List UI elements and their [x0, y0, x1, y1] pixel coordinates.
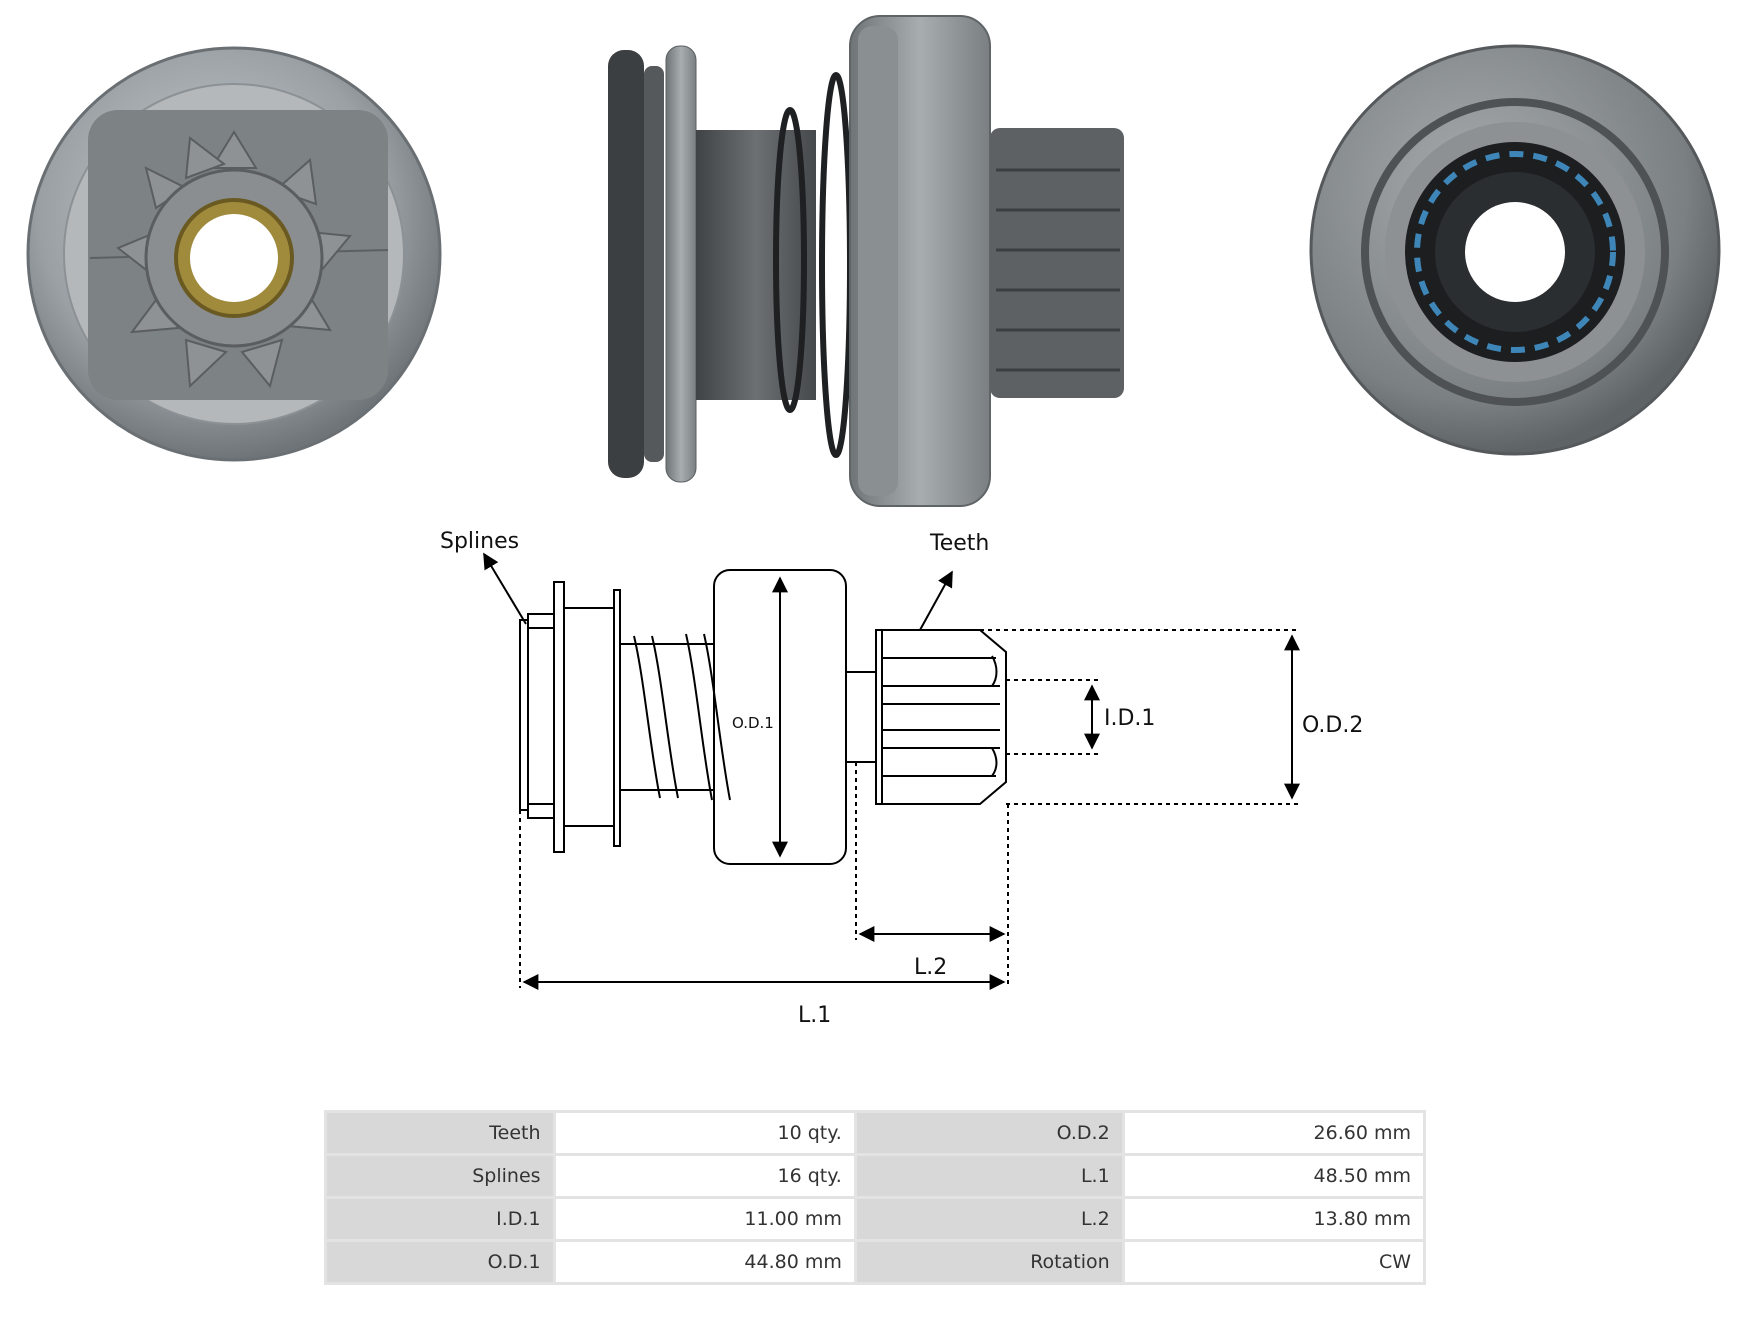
front-view-photo	[26, 46, 442, 462]
spec-value: 10 qty.	[555, 1113, 854, 1153]
spec-value: CW	[1124, 1242, 1423, 1282]
spec-label: I.D.1	[327, 1199, 553, 1239]
id1-label: I.D.1	[1104, 706, 1155, 731]
rear-view-photo	[1309, 44, 1721, 456]
spec-label: O.D.2	[856, 1113, 1122, 1153]
table-row: Splines 16 qty. L.1 48.50 mm	[327, 1156, 1423, 1196]
table-row: I.D.1 11.00 mm L.2 13.80 mm	[327, 1199, 1423, 1239]
spec-value: 13.80 mm	[1124, 1199, 1423, 1239]
teeth-label: Teeth	[929, 531, 989, 556]
od2-label: O.D.2	[1302, 713, 1363, 738]
spec-table: Teeth 10 qty. O.D.2 26.60 mm Splines 16 …	[324, 1110, 1426, 1285]
technical-drawing: Splines Teeth O.D.1 I.D.1 O.D.2 L.2 L.1	[440, 529, 1363, 1028]
spec-label: Rotation	[856, 1242, 1122, 1282]
spec-label: O.D.1	[327, 1242, 553, 1282]
table-row: O.D.1 44.80 mm Rotation CW	[327, 1242, 1423, 1282]
spec-value: 48.50 mm	[1124, 1156, 1423, 1196]
spec-label: Teeth	[327, 1113, 553, 1153]
l2-label: L.2	[914, 955, 947, 980]
table-row: Teeth 10 qty. O.D.2 26.60 mm	[327, 1113, 1423, 1153]
spec-value: 26.60 mm	[1124, 1113, 1423, 1153]
spec-value: 11.00 mm	[555, 1199, 854, 1239]
spec-label: L.2	[856, 1199, 1122, 1239]
l1-label: L.1	[798, 1003, 831, 1028]
spec-value: 44.80 mm	[555, 1242, 854, 1282]
od1-label: O.D.1	[732, 714, 774, 732]
side-view-photo	[608, 15, 1124, 507]
spec-label: Splines	[327, 1156, 553, 1196]
spec-label: L.1	[856, 1156, 1122, 1196]
spec-value: 16 qty.	[555, 1156, 854, 1196]
splines-label: Splines	[440, 529, 519, 554]
